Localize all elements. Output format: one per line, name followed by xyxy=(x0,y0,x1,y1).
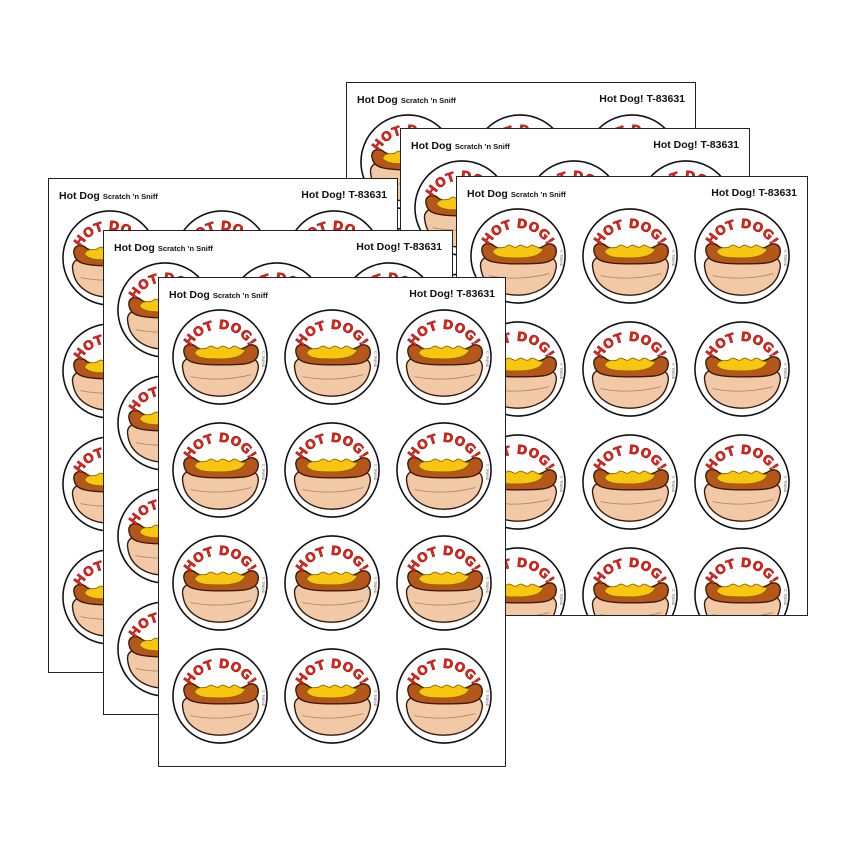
svg-text:© TREND: © TREND xyxy=(261,351,265,368)
svg-text:© TREND: © TREND xyxy=(373,464,377,481)
sheet-title: Hot Dog xyxy=(411,140,452,152)
hot-dog-sticker: HOT DOG! © TREND xyxy=(581,546,679,615)
svg-text:© TREND: © TREND xyxy=(671,589,675,606)
sheet-subtitle: Scratch ’n Sniff xyxy=(157,244,213,253)
sheet-title: Hot Dog xyxy=(467,188,508,200)
svg-text:© TREND: © TREND xyxy=(485,577,489,594)
sheet-sku: Hot Dog! T-83631 xyxy=(711,187,797,199)
hot-dog-sticker: HOT DOG! © TREND xyxy=(283,308,381,406)
hot-dog-sticker: HOT DOG! © TREND xyxy=(395,308,493,406)
svg-text:© TREND: © TREND xyxy=(485,464,489,481)
svg-text:© TREND: © TREND xyxy=(783,476,787,493)
svg-text:© TREND: © TREND xyxy=(783,363,787,380)
svg-text:© TREND: © TREND xyxy=(373,351,377,368)
sheet-sku: Hot Dog! T-83631 xyxy=(599,93,685,105)
hot-dog-sticker: HOT DOG! © TREND xyxy=(581,433,679,531)
svg-text:© TREND: © TREND xyxy=(261,577,265,594)
svg-text:© TREND: © TREND xyxy=(671,363,675,380)
svg-text:© TREND: © TREND xyxy=(783,250,787,267)
hot-dog-sticker: HOT DOG! © TREND xyxy=(171,308,269,406)
svg-text:© TREND: © TREND xyxy=(671,250,675,267)
sheet-sku: Hot Dog! T-83631 xyxy=(409,288,495,300)
sheet-sku: Hot Dog! T-83631 xyxy=(301,189,387,201)
hot-dog-sticker: HOT DOG! © TREND xyxy=(171,534,269,632)
sheet-title: Hot Dog xyxy=(169,289,210,301)
svg-text:© TREND: © TREND xyxy=(559,363,563,380)
svg-text:© TREND: © TREND xyxy=(559,250,563,267)
sheet-sku: Hot Dog! T-83631 xyxy=(653,139,739,151)
sheet-title: Hot Dog xyxy=(357,94,398,106)
hot-dog-sticker: HOT DOG! © TREND xyxy=(283,421,381,519)
svg-text:© TREND: © TREND xyxy=(373,690,377,707)
hot-dog-sticker: HOT DOG! © TREND xyxy=(283,647,381,745)
hot-dog-sticker: HOT DOG! © TREND xyxy=(171,647,269,745)
sheet-subtitle: Scratch ’n Sniff xyxy=(102,192,158,201)
sheet-subtitle: Scratch ’n Sniff xyxy=(510,190,566,199)
svg-text:© TREND: © TREND xyxy=(261,464,265,481)
hot-dog-sticker: HOT DOG! © TREND xyxy=(693,207,791,305)
sheet-sku: Hot Dog! T-83631 xyxy=(356,241,442,253)
svg-text:© TREND: © TREND xyxy=(559,589,563,606)
sheet-title: Hot Dog xyxy=(114,242,155,254)
svg-text:© TREND: © TREND xyxy=(485,351,489,368)
sheet-subtitle: Scratch ’n Sniff xyxy=(400,96,456,105)
hot-dog-sticker: HOT DOG! © TREND xyxy=(395,421,493,519)
hot-dog-sticker: HOT DOG! © TREND xyxy=(581,207,679,305)
hot-dog-sticker: HOT DOG! © TREND xyxy=(693,546,791,615)
sheet-subtitle: Scratch ’n Sniff xyxy=(454,142,510,151)
svg-text:© TREND: © TREND xyxy=(261,690,265,707)
hot-dog-sticker: HOT DOG! © TREND xyxy=(581,320,679,418)
hot-dog-sticker: HOT DOG! © TREND xyxy=(693,433,791,531)
sheet-subtitle: Scratch ’n Sniff xyxy=(212,291,268,300)
sheet-title: Hot Dog xyxy=(59,190,100,202)
svg-text:© TREND: © TREND xyxy=(783,589,787,606)
hot-dog-sticker: HOT DOG! © TREND xyxy=(171,421,269,519)
hot-dog-sticker: HOT DOG! © TREND xyxy=(283,534,381,632)
hot-dog-sticker: HOT DOG! © TREND xyxy=(693,320,791,418)
svg-text:© TREND: © TREND xyxy=(485,690,489,707)
svg-text:© TREND: © TREND xyxy=(559,476,563,493)
hot-dog-sticker: HOT DOG! © TREND xyxy=(395,534,493,632)
svg-text:© TREND: © TREND xyxy=(671,476,675,493)
svg-text:© TREND: © TREND xyxy=(373,577,377,594)
hot-dog-sticker: HOT DOG! © TREND xyxy=(395,647,493,745)
